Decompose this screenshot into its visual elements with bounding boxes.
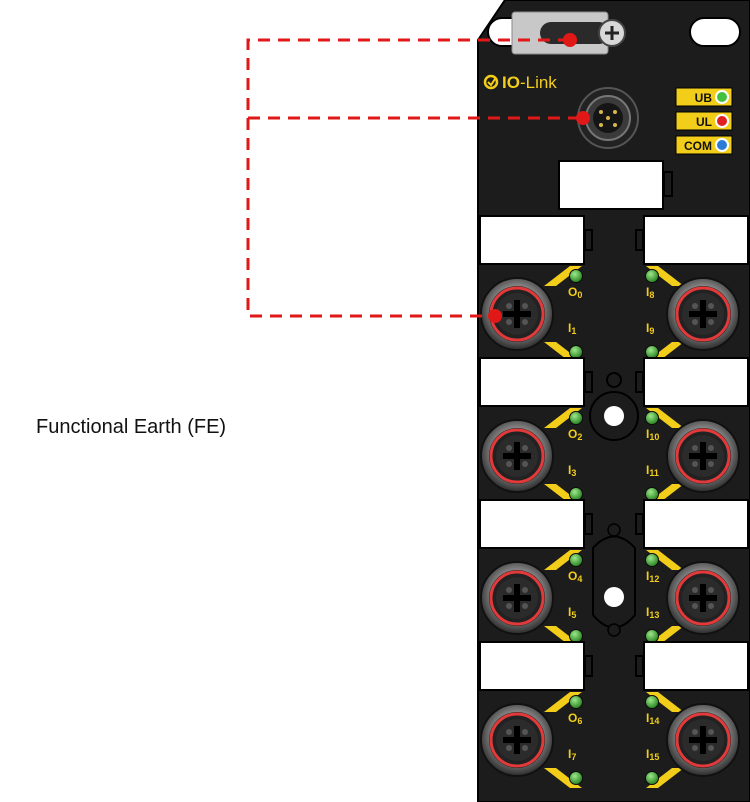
label-window-right xyxy=(643,215,749,265)
port-led xyxy=(645,487,659,501)
port-led xyxy=(569,695,583,709)
port-led xyxy=(569,629,583,643)
label-window-top-tab xyxy=(663,171,673,197)
mounting-screw-top xyxy=(607,523,621,537)
port-label: I9 xyxy=(646,321,654,336)
port-label: I15 xyxy=(646,747,659,762)
mounting-screw-bottom xyxy=(607,623,621,637)
status-badge-com: COM xyxy=(675,135,733,155)
port-led xyxy=(569,345,583,359)
fe-leader-lines xyxy=(246,38,583,318)
io-link-logo-arrow-icon xyxy=(487,78,496,87)
status-led xyxy=(715,114,729,128)
fe-point-port xyxy=(488,309,502,323)
fe-point-screw xyxy=(563,33,577,47)
fe-line-port xyxy=(246,118,495,318)
port-led xyxy=(569,487,583,501)
port-led xyxy=(569,771,583,785)
status-badge-label: UL xyxy=(696,115,712,129)
port-label: I11 xyxy=(646,463,659,478)
port-led xyxy=(645,771,659,785)
status-badge-ub: UB xyxy=(675,87,733,107)
label-window-right xyxy=(643,641,749,691)
m12-port-left-3[interactable] xyxy=(480,561,554,635)
brand-prefix: IO xyxy=(502,73,520,92)
port-label: I10 xyxy=(646,427,659,442)
port-led xyxy=(645,553,659,567)
m12-port-right-3[interactable] xyxy=(666,561,740,635)
port-led xyxy=(645,269,659,283)
fe-point-iolink xyxy=(576,111,590,125)
port-label: I1 xyxy=(568,321,576,336)
port-label: I12 xyxy=(646,569,659,584)
status-badge-label: UB xyxy=(695,91,713,105)
fe-line-outer xyxy=(246,38,583,120)
port-led xyxy=(569,269,583,283)
port-label: I7 xyxy=(568,747,576,762)
label-window-top xyxy=(558,160,664,210)
port-label: I14 xyxy=(646,711,659,726)
m12-port-left-2[interactable] xyxy=(480,419,554,493)
io-link-logo: IO-Link xyxy=(483,73,557,92)
mounting-hole-lower-outline xyxy=(592,535,636,629)
m12-port-right-1[interactable] xyxy=(666,277,740,351)
label-window-left xyxy=(479,499,585,549)
indicator-dot xyxy=(606,372,622,388)
status-led xyxy=(715,138,729,152)
status-badge-ul: UL xyxy=(675,111,733,131)
brand-suffix: -Link xyxy=(520,73,557,92)
status-badge-label: COM xyxy=(684,139,712,153)
label-window-right xyxy=(643,357,749,407)
m12-port-right-4[interactable] xyxy=(666,703,740,777)
mounting-hole-center-inner xyxy=(604,406,624,426)
port-label: O4 xyxy=(568,569,582,584)
port-led xyxy=(569,553,583,567)
io-link-logo-icon xyxy=(483,74,499,90)
port-label: O6 xyxy=(568,711,582,726)
port-led xyxy=(645,629,659,643)
port-label: O0 xyxy=(568,285,582,300)
label-window-left xyxy=(479,215,585,265)
port-led xyxy=(645,695,659,709)
port-led xyxy=(569,411,583,425)
svg-text:IO-Link: IO-Link xyxy=(502,73,557,92)
port-label: I3 xyxy=(568,463,576,478)
port-led xyxy=(645,345,659,359)
mounting-slot-right xyxy=(689,17,741,47)
mounting-hole-lower-inner xyxy=(604,587,624,607)
status-led xyxy=(715,90,729,104)
m12-port-left-1[interactable] xyxy=(480,277,554,351)
iolink-m12-connector xyxy=(577,87,639,149)
label-window-left xyxy=(479,641,585,691)
label-window-left xyxy=(479,357,585,407)
plus-icon xyxy=(605,26,619,40)
m12-port-right-2[interactable] xyxy=(666,419,740,493)
fe-slot xyxy=(540,22,610,44)
port-label: O2 xyxy=(568,427,582,442)
port-label: I8 xyxy=(646,285,654,300)
port-label: I5 xyxy=(568,605,576,620)
port-led xyxy=(645,411,659,425)
port-label: I13 xyxy=(646,605,659,620)
status-led-group: UB UL COM xyxy=(675,87,733,155)
label-window-right xyxy=(643,499,749,549)
functional-earth-label: Functional Earth (FE) xyxy=(36,416,227,438)
m12-port-left-4[interactable] xyxy=(480,703,554,777)
